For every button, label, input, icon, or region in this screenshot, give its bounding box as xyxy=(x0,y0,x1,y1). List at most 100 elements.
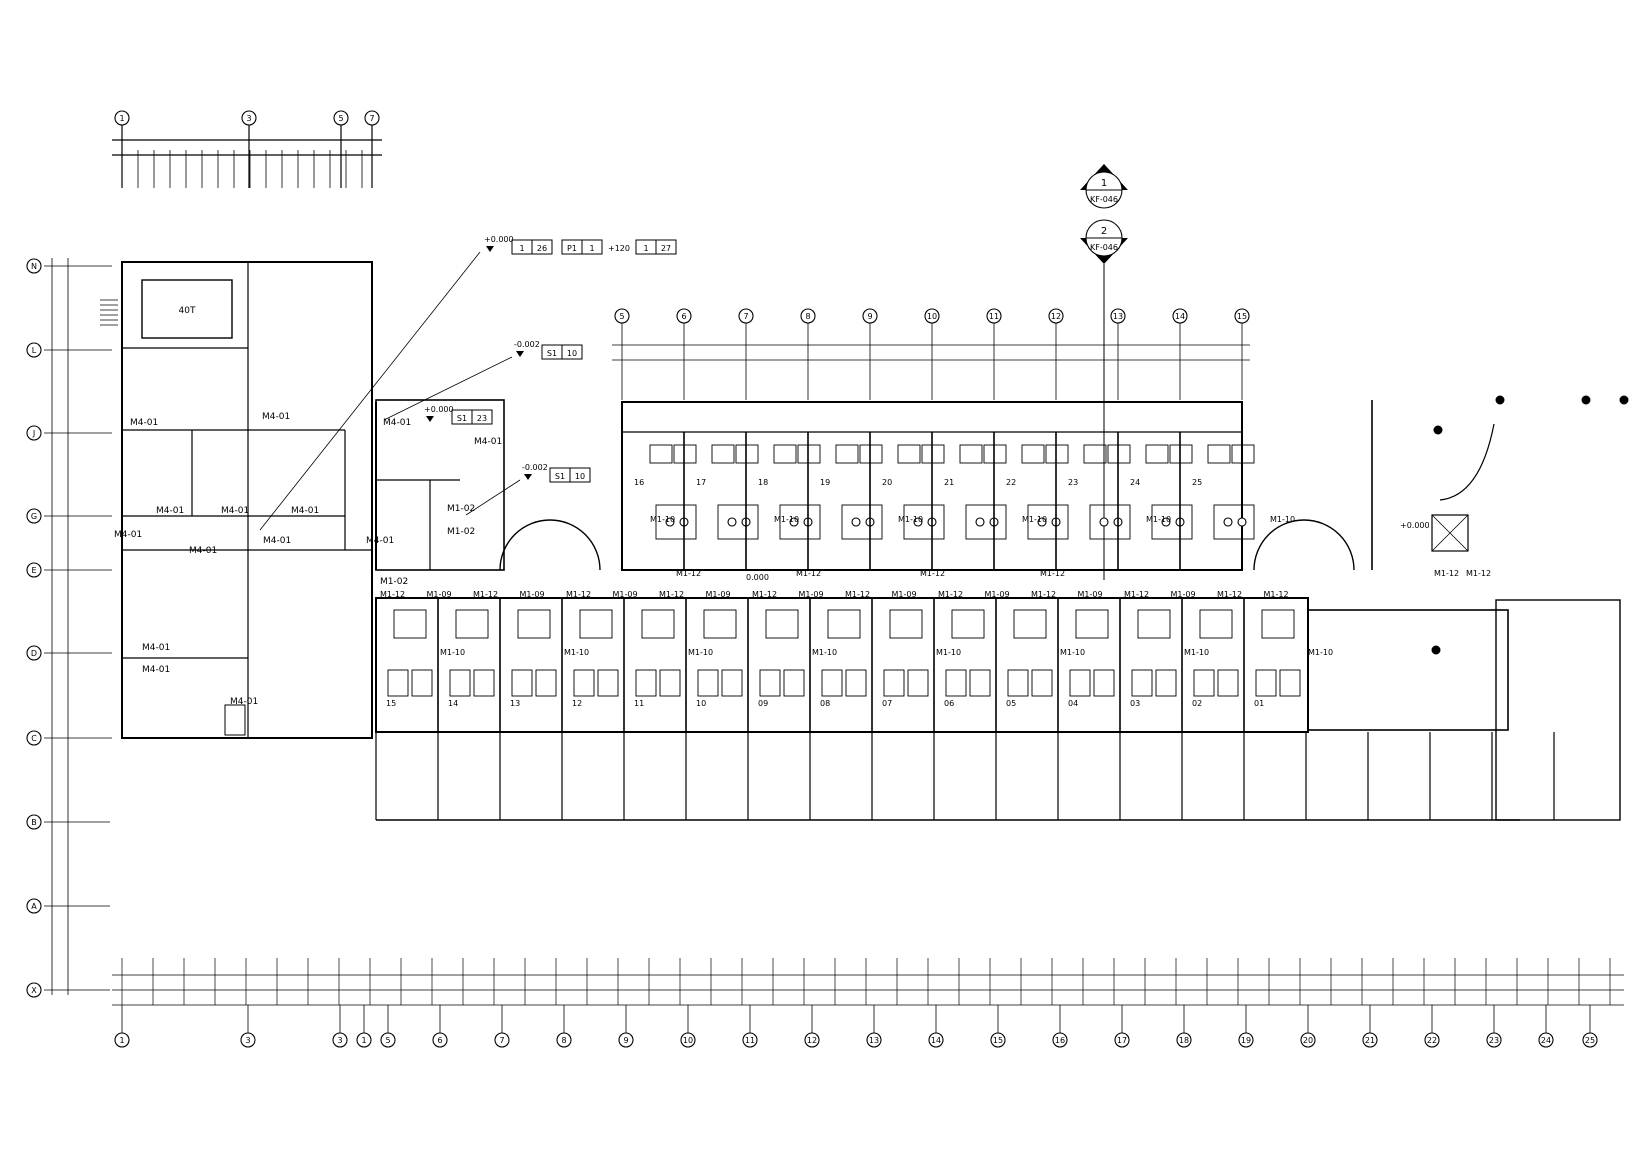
room-number: 16 xyxy=(634,478,644,487)
door-tag: M4-01 xyxy=(230,697,258,707)
curved-stair xyxy=(1439,423,1495,501)
bed xyxy=(883,669,905,697)
elevation-value: +0.000 xyxy=(484,235,514,244)
bottom-axis-label: 25 xyxy=(1585,1036,1595,1045)
left-axis-label: C xyxy=(31,734,37,743)
bed xyxy=(1193,669,1215,697)
north-axis-label: 9 xyxy=(867,312,872,321)
tag-box-text: 1 xyxy=(519,244,524,253)
east-terrace xyxy=(1495,599,1621,821)
north-axis-label: 13 xyxy=(1113,312,1123,321)
left-axis-label: J xyxy=(32,429,35,438)
door-tag: M1-12 xyxy=(1434,569,1459,578)
door-tag: M1-12 xyxy=(1264,590,1289,599)
door-tag: M4-01 xyxy=(189,546,217,556)
room-number: 22 xyxy=(1006,478,1016,487)
bed xyxy=(721,669,743,697)
door-tag: M4-01 xyxy=(291,506,319,516)
left-axis-label: G xyxy=(31,512,37,521)
bottom-axis-label: 6 xyxy=(437,1036,442,1045)
bed xyxy=(735,444,759,464)
tag-box xyxy=(655,239,677,255)
bath-box xyxy=(1199,609,1233,639)
door-tag: M1-12 xyxy=(1466,569,1491,578)
bed xyxy=(1021,444,1045,464)
bed xyxy=(511,669,533,697)
bath-box xyxy=(1013,609,1047,639)
bath-box xyxy=(827,609,861,639)
column-dot xyxy=(1433,425,1443,435)
bottom-axis-label: 7 xyxy=(499,1036,504,1045)
bed xyxy=(969,669,991,697)
left-axis-bubble xyxy=(26,342,42,358)
door-tag: M1-12 xyxy=(920,569,945,578)
bed xyxy=(1155,669,1177,697)
bottom-axis-label: 14 xyxy=(931,1036,941,1045)
bottom-axis-label: 5 xyxy=(385,1036,390,1045)
bath-box xyxy=(517,609,551,639)
left-axis-bubble xyxy=(26,982,42,998)
tag-box-text: S1 xyxy=(457,414,467,423)
room-number: 08 xyxy=(820,699,830,708)
bath-box xyxy=(903,504,945,540)
bottom-axis-label: 12 xyxy=(807,1036,817,1045)
door-tag: M1-12 xyxy=(1040,569,1065,578)
bed xyxy=(821,669,843,697)
bath-box xyxy=(889,609,923,639)
bath-box xyxy=(1151,504,1193,540)
door-tag: M4-01 xyxy=(142,665,170,675)
north-axis-label: 8 xyxy=(805,312,810,321)
door-tag: M1-12 xyxy=(1217,590,1242,599)
bath-box xyxy=(455,609,489,639)
tag-box-text: P1 xyxy=(567,244,577,253)
bed xyxy=(759,669,781,697)
door-tag: M1-10 xyxy=(440,648,465,657)
left-axis-label: E xyxy=(31,566,36,575)
door-tag: M1-12 xyxy=(566,590,591,599)
level-mark: 0.000 xyxy=(746,573,769,582)
bath-box xyxy=(779,504,821,540)
left-axis-label: B xyxy=(31,818,37,827)
left-axis-label: L xyxy=(32,346,37,355)
north-axis-label: 5 xyxy=(619,312,624,321)
bed xyxy=(959,444,983,464)
door-tag: M1-12 xyxy=(659,590,684,599)
room-label: 40T xyxy=(179,306,196,316)
section-ref: KF-046 xyxy=(1090,195,1118,204)
door-tag: M1-12 xyxy=(380,590,405,599)
door-tag: M1-10 xyxy=(1184,648,1209,657)
left-axis-bubble xyxy=(26,258,42,274)
bath-box xyxy=(1137,609,1171,639)
left-axis-label: D xyxy=(31,649,37,658)
tag-box-text: 27 xyxy=(661,244,671,253)
section-number: 1 xyxy=(1101,178,1107,189)
door-tag: M1-09 xyxy=(427,590,452,599)
washbasin xyxy=(727,517,737,527)
bed xyxy=(411,669,433,697)
room-number: 04 xyxy=(1068,699,1078,708)
door-tag: M1-10 xyxy=(898,515,923,524)
tag-box-text: 26 xyxy=(537,244,547,253)
column-dot xyxy=(1495,395,1505,405)
column-dot xyxy=(1581,395,1591,405)
elevation-value: -0.002 xyxy=(522,463,548,472)
left-axis-bubble xyxy=(26,562,42,578)
bath-box xyxy=(965,504,1007,540)
top-axis-label: 3 xyxy=(246,114,251,123)
tag-box-text: 10 xyxy=(567,349,577,358)
bottom-axis-label: 11 xyxy=(745,1036,755,1045)
door-tag: M1-12 xyxy=(845,590,870,599)
room-number: 06 xyxy=(944,699,954,708)
bath-box xyxy=(1089,504,1131,540)
washbasin xyxy=(975,517,985,527)
washbasin xyxy=(1237,517,1247,527)
room-number: 10 xyxy=(696,699,706,708)
bottom-axis-label: 21 xyxy=(1365,1036,1375,1045)
door-tag: M1-10 xyxy=(688,648,713,657)
bed xyxy=(473,669,495,697)
bottom-axis-label: 1 xyxy=(119,1036,124,1045)
section-number: 2 xyxy=(1101,226,1107,237)
top-axis-label: 1 xyxy=(119,114,124,123)
bed xyxy=(845,669,867,697)
door-tag: M4-01 xyxy=(221,506,249,516)
